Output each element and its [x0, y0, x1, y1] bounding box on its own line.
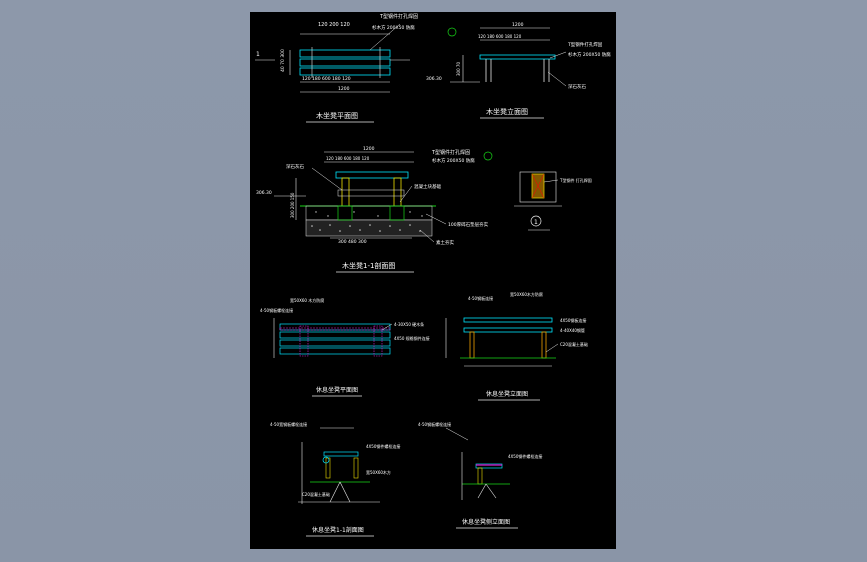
sect2-note-a: 4-50宽钢板螺栓连接 — [270, 421, 307, 427]
sect-note-mid: 混凝土块基础 — [414, 183, 441, 190]
elev2-note-c: 4X50钢板连接 — [560, 317, 586, 323]
elev-title: 木坐凳立面图 — [486, 107, 528, 116]
section2-view: 4-50宽钢板螺栓连接 4X50钢件螺栓连接 宽50X60木方 C20混凝土基础… — [270, 421, 400, 537]
sect-title: 木坐凳1-1剖面图 — [342, 261, 395, 270]
plan-section-mark-left: 1 — [256, 51, 260, 58]
sect-note-top: T型钢件打孔焊固 — [431, 149, 470, 156]
plan-title: 木坐凳平面图 — [316, 111, 358, 120]
sect-note-right: 100厚碎石垫层夯实 — [448, 221, 489, 228]
side2-note-b: 4X50钢件螺栓连接 — [508, 453, 542, 459]
sect-dim-parts: 120 180 600 180 120 — [326, 156, 370, 161]
plan2-note-d: 4X50 规格钢件连接 — [394, 335, 430, 341]
side2-view: 4-50钢板螺栓连接 4X50钢件螺栓连接 休息坐凳侧立面图 — [418, 421, 542, 529]
detail-note: T型钢件 打孔焊固 — [559, 177, 592, 183]
plan-note-mid: 杉木方 200X50 防腐 — [372, 24, 415, 31]
elevation2-view: 4-50钢板连接 宽50X60木方防腐 4X50钢板连接 4-40X40钢管 C… — [445, 291, 588, 401]
sect2-note-d: C20混凝土基础 — [302, 491, 330, 497]
plan-view: 120 200 120 40 70 300 1 120 180 600 180 … — [255, 13, 457, 123]
elev-note-low: 深石灰石 — [568, 83, 586, 90]
sect-side-dims: 300 200 150 — [290, 192, 295, 218]
sect-note-bottom: 素土夯实 — [436, 239, 454, 246]
plan2-view: 宽50X60 木方防腐 4-50钢板螺栓连接 4-30X50 硬木条 4X50 … — [260, 297, 430, 397]
plan-dim-total: 1200 — [338, 86, 350, 92]
elev-level: 306.30 — [426, 76, 442, 82]
elev-height-dim: 300 70 — [456, 62, 461, 76]
plan-side-dims: 40 70 300 — [280, 49, 286, 72]
plan2-note-c: 4-30X50 硬木条 — [394, 321, 424, 327]
elev-note-right2: 杉木方 200X50 防腐 — [568, 51, 611, 58]
sect-bottom-dims: 300 480 300 — [338, 239, 367, 245]
elev2-note-a: 4-50钢板连接 — [468, 295, 493, 301]
sect-note-left: 深石灰石 — [286, 163, 304, 170]
sect2-note-b: 4X50钢件螺栓连接 — [366, 443, 400, 449]
detail-view: T型钢件 打孔焊固 1 — [514, 171, 592, 231]
section-view: 1200 120 180 600 180 120 — [256, 146, 493, 273]
sect-note-top2: 杉木方 200X50 防腐 — [432, 157, 475, 164]
plan-dim-bottom: 120 180 600 180 120 — [302, 76, 351, 82]
elev-note-right: T型钢件打孔焊固 — [567, 41, 603, 48]
detail-marker: 1 — [534, 219, 538, 226]
plan-dim-top: 120 200 120 — [318, 22, 350, 28]
drawing-sheet: 120 200 120 40 70 300 1 120 180 600 180 … — [250, 12, 616, 549]
side2-title: 休息坐凳侧立面图 — [462, 518, 510, 526]
side2-note-a: 4-50钢板螺栓连接 — [418, 421, 451, 427]
elev2-note-e: C20混凝土基础 — [560, 341, 588, 347]
plan2-note-a: 宽50X60 木方防腐 — [290, 297, 324, 303]
sect2-title: 休息坐凳1-1剖面图 — [312, 526, 364, 534]
sect-dim-total: 1200 — [363, 146, 375, 152]
elevation-view: 1200 120 180 600 180 120 306.30 300 70 T… — [426, 22, 611, 119]
elev-dim-parts: 120 180 600 180 120 — [478, 34, 522, 39]
sect-level: 306.30 — [256, 190, 272, 196]
elev2-note-b: 宽50X60木方防腐 — [510, 291, 543, 297]
cad-drawing: 120 200 120 40 70 300 1 120 180 600 180 … — [255, 13, 611, 537]
plan2-title: 休息坐凳平面图 — [316, 386, 358, 394]
sect2-note-c: 宽50X60木方 — [366, 469, 391, 475]
plan2-note-b: 4-50钢板螺栓连接 — [260, 307, 293, 313]
elev-dim-total: 1200 — [512, 22, 524, 28]
elev2-note-d: 4-40X40钢管 — [560, 327, 585, 333]
plan-note-top: T型钢件打孔焊固 — [379, 13, 418, 20]
elev2-title: 休息坐凳立面图 — [486, 390, 528, 398]
